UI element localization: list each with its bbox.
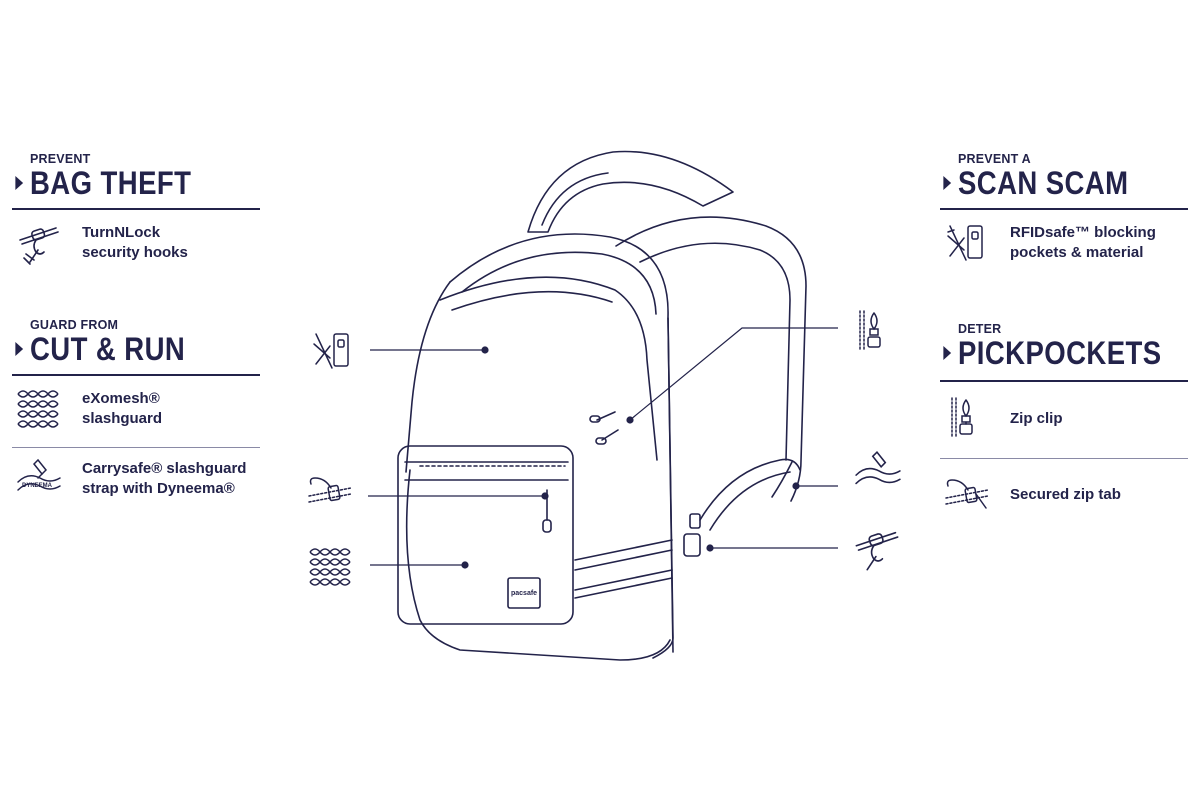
divider-exomesh	[12, 447, 260, 448]
headline-cut-run-text: CUT & RUN	[30, 331, 186, 367]
divider-cut-run	[12, 374, 260, 376]
kicker-guard-from: GUARD FROM	[30, 318, 119, 332]
feature-line1: Zip clip	[1010, 410, 1063, 427]
svg-text:DYNEEMA: DYNEEMA	[22, 483, 53, 489]
feature-line1: eXomesh®	[82, 390, 160, 407]
kicker-prevent-a: PREVENT A	[958, 152, 1031, 166]
arrow-icon	[15, 176, 24, 190]
feature-zip-clip: Zip clip	[944, 396, 1063, 442]
headline-bag-theft-text: BAG THEFT	[30, 165, 192, 201]
feature-line1: Carrysafe® slashguard	[82, 460, 247, 477]
feature-rfidsafe: RFIDsafe™ blocking pockets & material	[944, 220, 1156, 266]
strap-icon: DYNEEMA	[17, 458, 61, 491]
arrow-icon	[943, 346, 952, 360]
rfid-icon	[947, 225, 983, 261]
divider-zip-clip	[940, 458, 1188, 459]
arrow-icon	[943, 176, 952, 190]
feature-line1: Secured zip tab	[1010, 486, 1121, 503]
zip-tab-icon	[308, 477, 352, 503]
divider-bag-theft	[12, 208, 260, 210]
feature-label: Zip clip	[1010, 409, 1063, 429]
feature-label: RFIDsafe™ blocking pockets & material	[1010, 223, 1156, 263]
rfid-icon	[313, 333, 349, 369]
headline-pickpockets-text: PICKPOCKETS	[958, 335, 1162, 371]
kicker-deter: DETER	[958, 322, 1002, 336]
section-bag-theft: PREVENT BAG THEFT	[15, 152, 218, 201]
section-cut-run: GUARD FROM CUT & RUN	[15, 318, 210, 367]
headline-bag-theft: BAG THEFT	[15, 165, 192, 201]
arrow-icon	[15, 342, 24, 356]
section-pickpockets: DETER PICKPOCKETS	[943, 322, 1195, 371]
headline-pickpockets: PICKPOCKETS	[943, 335, 1162, 371]
feature-line2: security hooks	[82, 244, 188, 261]
feature-line2: slashguard	[82, 410, 163, 427]
feature-label: TurnNLock security hooks	[82, 223, 188, 263]
feature-label: Carrysafe® slashguard strap with Dyneema…	[82, 459, 246, 499]
security-hook-icon	[19, 227, 59, 265]
kicker-prevent: PREVENT	[30, 152, 91, 166]
logo-badge-text: pacsafe	[511, 590, 537, 597]
divider-scan-scam	[940, 208, 1188, 210]
feature-line2: strap with Dyneema®	[82, 480, 235, 497]
mesh-icon	[17, 390, 59, 428]
headline-cut-run: CUT & RUN	[15, 331, 186, 367]
feature-carrysafe: DYNEEMA Carrysafe® slashguard strap with…	[16, 456, 246, 502]
feature-label: eXomesh® slashguard	[82, 389, 162, 429]
feature-line2: pockets & material	[1010, 244, 1144, 261]
strap-icon	[855, 451, 901, 485]
divider-pickpockets	[940, 380, 1188, 382]
zip-clip-icon	[859, 310, 881, 350]
feature-exomesh: eXomesh® slashguard	[16, 386, 162, 432]
feature-zip-tab: Secured zip tab	[944, 472, 1121, 518]
headline-scan-scam-text: SCAN SCAM	[958, 165, 1129, 201]
section-scan-scam: PREVENT A SCAN SCAM	[943, 152, 1156, 201]
headline-scan-scam: SCAN SCAM	[943, 165, 1129, 201]
feature-turnnlock: TurnNLock security hooks	[16, 220, 188, 266]
feature-line1: TurnNLock	[82, 224, 161, 241]
mesh-icon	[309, 548, 351, 586]
feature-line1: RFIDsafe™ blocking	[1010, 224, 1156, 241]
zip-tab-icon	[945, 479, 989, 509]
security-hook-icon	[855, 531, 899, 571]
zip-clip-icon	[951, 397, 973, 437]
feature-label: Secured zip tab	[1010, 485, 1121, 505]
